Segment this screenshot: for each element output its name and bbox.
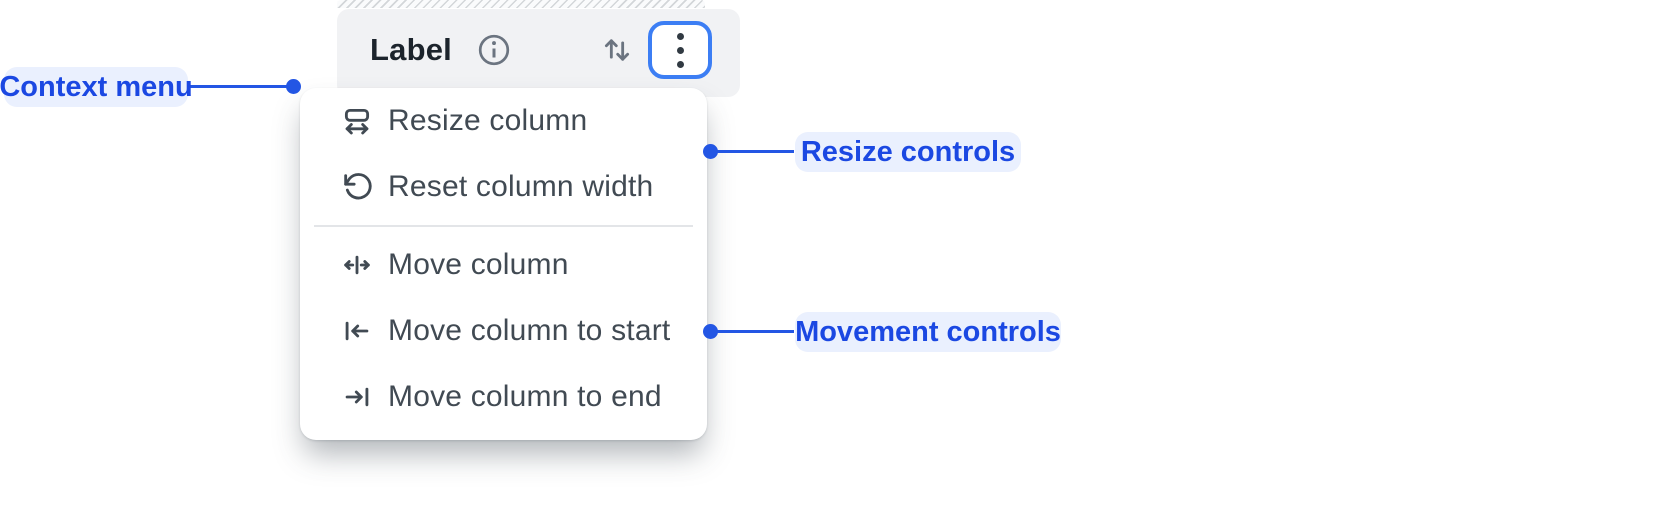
menu-item-label: Move column bbox=[388, 248, 569, 281]
annotation-context-menu: Context menu bbox=[0, 67, 193, 107]
annotation-connector-line bbox=[716, 330, 794, 333]
annotation-resize-controls: Resize controls bbox=[795, 132, 1021, 172]
context-menu: Resize column Reset column width Move co… bbox=[300, 88, 707, 440]
annotation-connector-dot bbox=[286, 79, 301, 94]
annotation-movement-controls: Movement controls bbox=[795, 312, 1061, 352]
sort-icon[interactable] bbox=[600, 33, 634, 67]
menu-item-reset-column-width[interactable]: Reset column width bbox=[300, 154, 707, 220]
menu-item-label: Resize column bbox=[388, 104, 588, 137]
annotation-connector-line bbox=[716, 150, 794, 153]
move-to-end-icon bbox=[340, 380, 374, 414]
cropped-table-edge bbox=[337, 0, 705, 8]
info-icon[interactable] bbox=[476, 32, 512, 68]
annotation-connector-dot bbox=[703, 324, 718, 339]
menu-item-resize-column[interactable]: Resize column bbox=[300, 88, 707, 154]
annotation-connector-line bbox=[190, 85, 288, 88]
menu-item-label: Move column to end bbox=[388, 380, 662, 413]
menu-item-label: Reset column width bbox=[388, 170, 654, 203]
annotation-connector-dot bbox=[703, 144, 718, 159]
column-more-actions-button[interactable] bbox=[648, 21, 712, 79]
kebab-icon bbox=[676, 32, 684, 68]
menu-item-move-column-to-start[interactable]: Move column to start bbox=[300, 298, 707, 364]
column-header-title: Label bbox=[370, 32, 452, 67]
column-header: Label bbox=[337, 9, 740, 97]
move-to-start-icon bbox=[340, 314, 374, 348]
menu-item-move-column[interactable]: Move column bbox=[300, 232, 707, 298]
resize-column-icon bbox=[340, 104, 374, 138]
reset-width-icon bbox=[340, 170, 374, 204]
move-column-icon bbox=[340, 248, 374, 282]
menu-item-move-column-to-end[interactable]: Move column to end bbox=[300, 364, 707, 430]
menu-item-label: Move column to start bbox=[388, 314, 671, 347]
menu-divider bbox=[314, 225, 693, 227]
